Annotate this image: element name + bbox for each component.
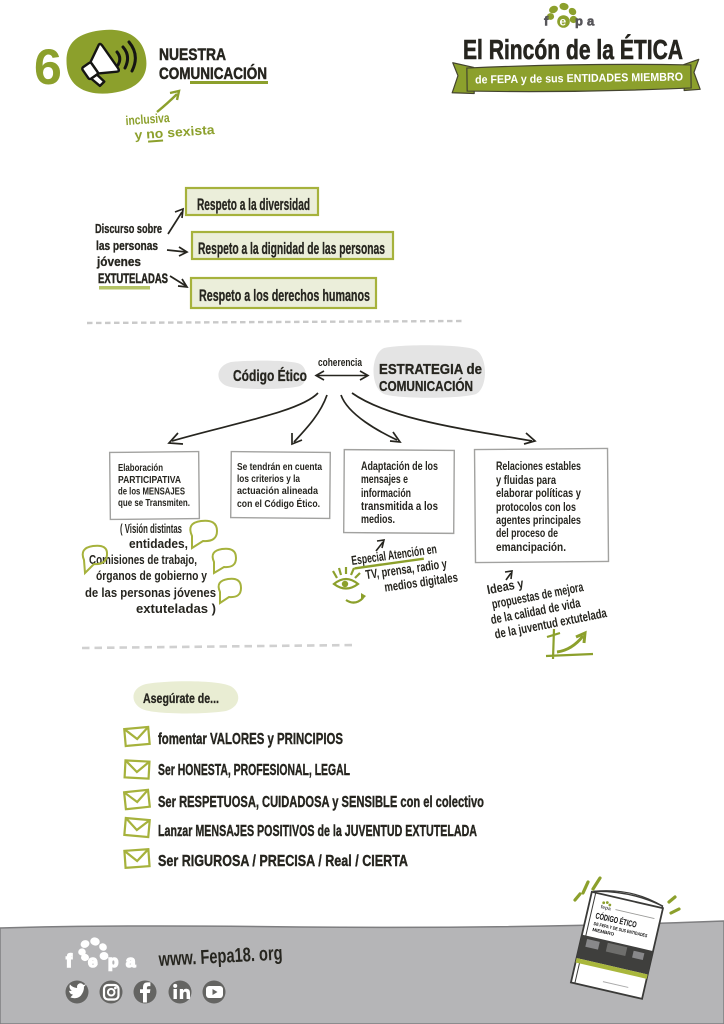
svg-text:entidades,: entidades, <box>129 537 188 551</box>
svg-text:Discurso sobre: Discurso sobre <box>95 221 162 236</box>
svg-text:Asegúrate de...: Asegúrate de... <box>143 690 219 706</box>
svg-text:que se Transmiten.: que se Transmiten. <box>118 497 190 509</box>
svg-text:transmitida a los: transmitida a los <box>361 499 438 513</box>
svg-text:inclusiva: inclusiva <box>125 110 171 128</box>
svg-text:extuteladas ): extuteladas ) <box>136 602 216 616</box>
svg-text:protocolos con los: protocolos con los <box>496 500 576 514</box>
svg-text:e: e <box>88 952 97 971</box>
svg-text:Adaptación de los: Adaptación de los <box>361 459 438 473</box>
svg-text:f: f <box>66 951 73 971</box>
svg-text:actuación alineada: actuación alineada <box>237 485 318 497</box>
svg-text:del proceso de: del proceso de <box>496 526 558 540</box>
svg-text:coherencia: coherencia <box>318 357 363 369</box>
svg-text:mensajes e: mensajes e <box>361 472 408 486</box>
svg-text:las personas: las personas <box>96 238 158 253</box>
svg-text:los criterios y la: los criterios y la <box>237 473 300 485</box>
svg-text:medios.: medios. <box>361 512 395 526</box>
svg-text:Respeto a la diversidad: Respeto a la diversidad <box>197 196 310 214</box>
svg-text:Ser RESPETUOSA, CUIDADOSA y SE: Ser RESPETUOSA, CUIDADOSA y SENSIBLE con… <box>158 794 484 811</box>
svg-text:Comisiones de trabajo,: Comisiones de trabajo, <box>89 553 197 567</box>
svg-text:Respeto a la dignidad de las p: Respeto a la dignidad de las personas <box>198 240 385 258</box>
svg-text:emancipación.: emancipación. <box>496 540 566 554</box>
svg-text:f: f <box>544 14 549 29</box>
svg-text:Ser HONESTA, PROFESIONAL, LEGA: Ser HONESTA, PROFESIONAL, LEGAL <box>158 762 350 779</box>
svg-text:elaborar políticas y: elaborar políticas y <box>496 486 581 500</box>
svg-text:e: e <box>560 15 567 29</box>
svg-text:información: información <box>361 486 411 500</box>
svg-text:agentes principales: agentes principales <box>496 513 581 527</box>
svg-text:Código Ético: Código Ético <box>233 366 307 385</box>
svg-text:Relaciones estables: Relaciones estables <box>496 459 581 473</box>
svg-text:ESTRATEGIA de: ESTRATEGIA de <box>379 362 482 378</box>
svg-text:a: a <box>126 952 136 971</box>
svg-text:a: a <box>587 14 595 29</box>
svg-text:6: 6 <box>34 39 62 95</box>
svg-text:COMUNICACIÓN: COMUNICACIÓN <box>159 64 267 83</box>
svg-text:con el Código Ético.: con el Código Ético. <box>237 497 320 510</box>
svg-text:( Visión distintas: ( Visión distintas <box>120 522 182 536</box>
svg-text:jóvenes: jóvenes <box>96 254 141 269</box>
svg-text:El Rincón de la ÉTICA: El Rincón de la ÉTICA <box>463 34 683 65</box>
svg-text:NUESTRA: NUESTRA <box>159 45 226 64</box>
svg-text:MIEMBRO: MIEMBRO <box>592 927 615 937</box>
svg-text:Lanzar MENSAJES POSITIVOS de l: Lanzar MENSAJES POSITIVOS de la JUVENTUD… <box>158 823 477 840</box>
svg-text:fomentar VALORES y PRINCIPIOS: fomentar VALORES y PRINCIPIOS <box>158 731 343 748</box>
svg-text:Ser RIGUROSA / PRECISA / Real: Ser RIGUROSA / PRECISA / Real / CIERTA <box>158 853 408 870</box>
svg-text:de los MENSAJES: de los MENSAJES <box>118 486 185 498</box>
svg-text:y fluidas para: y fluidas para <box>496 473 556 487</box>
svg-text:de las personas jóvenes: de las personas jóvenes <box>85 586 216 600</box>
svg-text:de FEPA y de sus ENTIDADES MIE: de FEPA y de sus ENTIDADES MIEMBRO <box>475 72 683 87</box>
svg-text:fepa: fepa <box>600 904 612 912</box>
svg-text:Se tendrán en cuenta: Se tendrán en cuenta <box>237 461 322 473</box>
svg-text:órganos de gobierno y: órganos de gobierno y <box>96 569 207 583</box>
svg-text:p: p <box>108 952 118 971</box>
svg-text:p: p <box>575 14 583 29</box>
svg-text:Ideas y: Ideas y <box>486 575 526 597</box>
svg-text:Elaboración: Elaboración <box>118 462 163 474</box>
svg-text:y no sexista: y no sexista <box>134 122 216 143</box>
svg-text:Respeto a los derechos humanos: Respeto a los derechos humanos <box>199 287 370 305</box>
svg-text:PARTICIPATIVA: PARTICIPATIVA <box>118 474 181 486</box>
svg-text:EXTUTELADAS: EXTUTELADAS <box>98 271 168 286</box>
svg-text:COMUNICACIÓN: COMUNICACIÓN <box>379 377 473 395</box>
